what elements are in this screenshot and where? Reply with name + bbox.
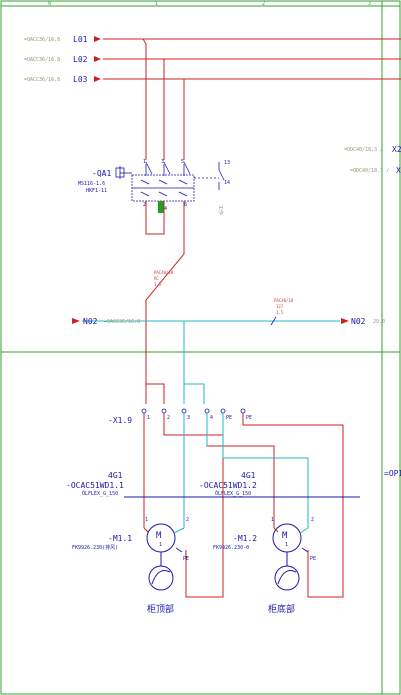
supply-name-l03: L03 xyxy=(73,75,88,84)
motor-m1-2: M 1 1 2 PE -M1.2 FK9926.230-0 柜底部 xyxy=(213,517,316,615)
supply-lines xyxy=(103,38,401,160)
breaker-term-6: 6 xyxy=(184,202,187,208)
terminal-2: 2 xyxy=(167,415,170,421)
breaker-term-1: 1 xyxy=(143,159,146,165)
neutral-ref-right: 29.0 xyxy=(373,319,385,325)
col-marker-3: 3 xyxy=(368,1,371,7)
motor-1-symbol: M xyxy=(156,531,162,541)
neutral-ref-left: =OACC36/16.8 xyxy=(104,319,140,325)
aux-term-13: 13 xyxy=(224,160,230,166)
supply-labels: =OACC36/16.8 L01 =OACC36/16.8 L02 =OACC3… xyxy=(24,35,88,84)
svg-text:PAC40/18: PAC40/18 xyxy=(154,270,174,275)
motor-2-model: FK9926.230-0 xyxy=(213,545,249,551)
motor-1-model: FK9926.230(排风) xyxy=(72,544,118,551)
svg-text:RC: RC xyxy=(154,276,159,281)
motor-2-pin-1: 1 xyxy=(271,517,274,523)
motor-2-symbol: M xyxy=(282,531,288,541)
motor-1-tag: -M1.1 xyxy=(108,534,132,543)
motor-m1-1: M 1 1 2 PE -M1.1 FK9926.230(排风) 柜顶部 xyxy=(72,517,189,615)
cable-1-tag: -OCAC51WD1.1 xyxy=(66,481,124,490)
motor-1-pe: PE xyxy=(183,556,189,562)
cable-2-type: ÖLFLEX_G_150 xyxy=(215,490,251,497)
neutral-line xyxy=(72,316,349,404)
col-marker-2: 2 xyxy=(262,1,265,7)
cable-1-type: ÖLFLEX_G_150 xyxy=(82,490,118,497)
right-ref-2: =ODC40/18.3 / xyxy=(350,168,389,174)
supply-name-l01: L01 xyxy=(73,35,88,44)
outgoing-wires-neutral xyxy=(183,413,309,528)
wire-note-left: PAC40/18 RC 1.5 xyxy=(154,270,174,287)
neutral-bridge xyxy=(184,383,205,404)
neutral-note-1: PAC40/18 xyxy=(274,298,294,303)
right-tag-opi: =OPI xyxy=(384,469,401,478)
aux-note: 工作 xyxy=(217,205,224,215)
breaker-term-3: 3 xyxy=(161,159,164,165)
motor-1-caption: 柜顶部 xyxy=(147,603,174,615)
breaker-term-4: 4 xyxy=(164,206,167,212)
motor-2-caption: 柜底部 xyxy=(268,603,295,615)
breaker-accessory: HKF1-11 xyxy=(86,188,107,194)
col-marker-0: 0 xyxy=(48,1,51,7)
supply-arrows xyxy=(94,36,101,82)
breaker-output-wires xyxy=(145,201,185,404)
svg-text:1.5: 1.5 xyxy=(154,282,162,287)
terminal-pe-1: PE xyxy=(226,415,232,421)
col-marker-1: 1 xyxy=(155,1,158,7)
column-markers: 0 1 2 3 xyxy=(48,1,371,7)
neutral-note-3: 1.5 xyxy=(276,310,284,315)
breaker-tag: -QA1 xyxy=(92,169,111,178)
cable-2-group: 4G1 xyxy=(241,471,256,480)
supply-ref-3: =OACC36/16.8 xyxy=(24,77,60,83)
right-tag-2: X xyxy=(396,166,401,175)
terminal-strip-tag: -X1.9 xyxy=(108,416,132,425)
motor-2-pe: PE xyxy=(310,556,316,562)
terminal-3: 3 xyxy=(187,415,190,421)
cable-2-tag: -OCAC51WD1.2 xyxy=(199,481,257,490)
breaker-term-5: 5 xyxy=(181,159,184,165)
cable-1-group: 4G1 xyxy=(108,471,123,480)
motor-1-pin-1: 1 xyxy=(145,517,148,523)
supply-ref-1: =OACC36/16.8 xyxy=(24,37,60,43)
aux-term-14: 14 xyxy=(224,180,230,186)
neutral-note-2: 127 xyxy=(276,304,284,309)
neutral-name-left: N02 xyxy=(83,317,98,326)
supply-ref-2: =OACC36/16.8 xyxy=(24,57,60,63)
supply-name-l02: L02 xyxy=(73,55,88,64)
terminal-4: 4 xyxy=(210,415,213,421)
right-ref-1: =ODC40/18.3 / xyxy=(344,147,383,153)
motor-1-phase: 1 xyxy=(159,542,162,548)
cable-labels: 4G1 -OCAC51WD1.1 ÖLFLEX_G_150 4G1 -OCAC5… xyxy=(66,469,401,497)
outgoing-wires-phase xyxy=(143,413,344,598)
right-tag-1: X2 xyxy=(392,145,401,154)
breaker-indicator xyxy=(158,201,164,213)
breaker-model: MS116-1.6 xyxy=(78,181,105,187)
right-refs: =ODC40/18.3 / X2 =ODC40/18.3 / X xyxy=(344,145,401,175)
motor-2-pin-2: 2 xyxy=(311,517,314,523)
motor-1-pin-2: 2 xyxy=(186,517,189,523)
breaker-qa1: -QA1 MS116-1.6 HKF1-11 1 3 5 2 4 6 13 14… xyxy=(78,159,230,215)
terminal-1: 1 xyxy=(147,415,150,421)
breaker-term-2: 2 xyxy=(143,202,146,208)
motor-2-phase: 1 xyxy=(285,542,288,548)
motor-2-tag: -M1.2 xyxy=(233,534,257,543)
neutral-name-right: N02 xyxy=(351,317,366,326)
terminal-strip: -X1.9 1 2 3 4 PE PE xyxy=(108,408,252,425)
terminal-pe-2: PE xyxy=(246,415,252,421)
